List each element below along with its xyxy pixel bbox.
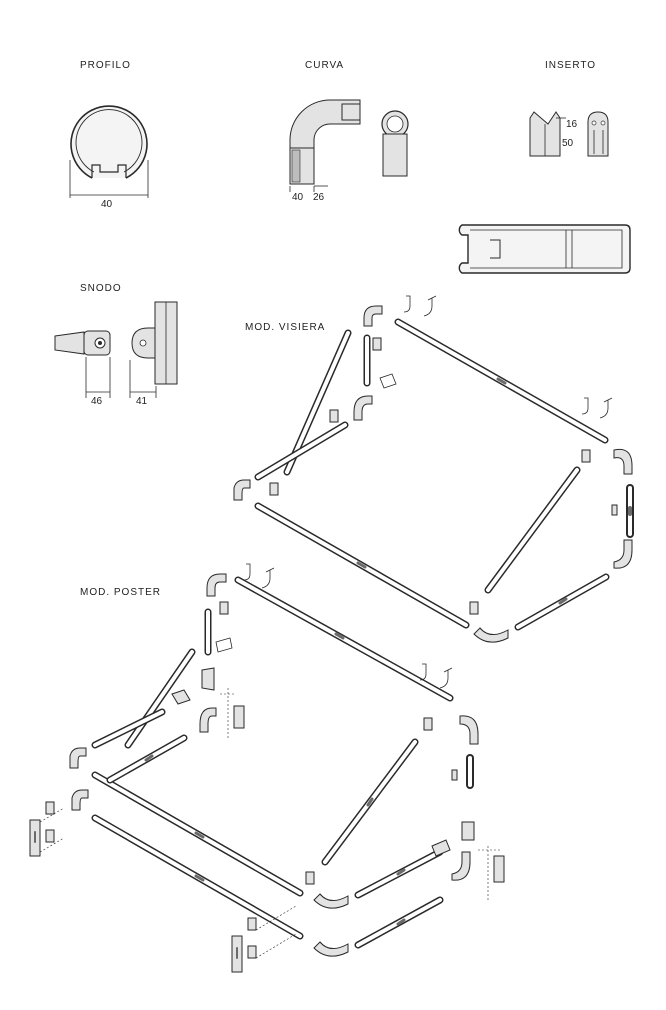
- connector: [219, 601, 229, 615]
- connector: [581, 449, 591, 463]
- connector: [423, 717, 433, 731]
- insert-clip: [243, 563, 251, 581]
- elbow-curve-part: 40 26: [289, 99, 409, 203]
- elbow: [313, 941, 349, 957]
- dim-profilo-width: 40: [101, 199, 113, 210]
- elbow: [199, 707, 217, 733]
- joint: [493, 855, 505, 883]
- poster-assembly: [29, 563, 505, 973]
- connector: [372, 337, 382, 351]
- insert-clip: [423, 295, 437, 317]
- insert-clip: [215, 637, 233, 653]
- elbow: [206, 573, 227, 597]
- tube: [321, 738, 419, 866]
- tube: [91, 771, 304, 897]
- elbow: [313, 893, 349, 909]
- tube: [484, 466, 581, 594]
- elbow: [451, 851, 471, 881]
- label-mod-poster: MOD. POSTER: [80, 587, 161, 598]
- dim-snodo-b: 41: [136, 396, 148, 407]
- insert-clip: [599, 397, 613, 419]
- label-inserto: INSERTO: [545, 60, 596, 71]
- profile-cross-section: 40: [69, 105, 149, 210]
- dim-curva-a: 40: [292, 192, 304, 203]
- insert-clip: [581, 397, 589, 415]
- elbow: [459, 715, 479, 745]
- label-profilo: PROFILO: [80, 60, 131, 71]
- tube: [91, 814, 304, 940]
- double-profile-section: [458, 224, 631, 274]
- tube: [124, 648, 196, 749]
- elbow: [473, 627, 509, 643]
- tube: [106, 734, 188, 784]
- dim-snodo-a: 46: [91, 396, 103, 407]
- tube: [354, 848, 444, 899]
- insert-clip: [439, 667, 453, 689]
- insert-clip: [403, 295, 411, 313]
- tube: [91, 708, 166, 749]
- connector: [329, 409, 339, 423]
- label-snodo: SNODO: [80, 283, 122, 294]
- tube: [394, 318, 609, 444]
- joint: [201, 667, 215, 691]
- joint: [431, 839, 451, 857]
- elbow: [613, 448, 633, 475]
- connector: [451, 769, 458, 781]
- joint: [461, 821, 475, 841]
- label-curva: CURVA: [305, 60, 344, 71]
- elbow: [233, 479, 251, 501]
- dim-inserto-small: 16: [566, 119, 578, 130]
- tube: [354, 896, 444, 949]
- elbow: [613, 539, 633, 569]
- connector: [305, 871, 315, 885]
- insert-clip: [419, 663, 427, 681]
- joint-part: 46 41: [54, 301, 178, 407]
- post-assembly: [231, 905, 297, 973]
- tube: [254, 502, 470, 629]
- joint: [171, 689, 191, 705]
- insert-clip: [379, 373, 397, 389]
- tube: [514, 573, 610, 631]
- elbow: [71, 789, 89, 811]
- tube: [234, 576, 454, 702]
- elbow: [353, 395, 373, 421]
- tube: [254, 421, 349, 481]
- dim-curva-b: 26: [313, 192, 325, 203]
- post-assembly: [29, 801, 65, 857]
- connector: [469, 601, 479, 615]
- dim-inserto-height: 50: [562, 138, 574, 149]
- tube: [283, 329, 352, 476]
- joint: [233, 705, 245, 729]
- connector: [611, 504, 618, 516]
- elbow: [363, 305, 383, 327]
- insert-part: 16 50: [529, 111, 609, 157]
- visiera-assembly: [233, 295, 634, 643]
- insert-clip: [261, 567, 275, 589]
- label-mod-visiera: MOD. VISIERA: [245, 322, 325, 333]
- elbow: [69, 747, 87, 769]
- connector: [269, 482, 279, 496]
